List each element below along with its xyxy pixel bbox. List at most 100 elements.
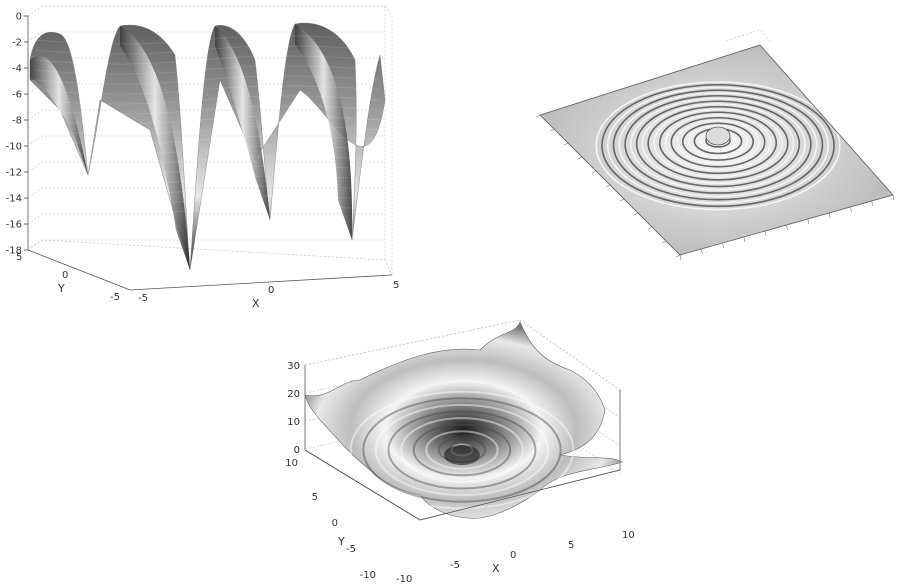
surface-ridge: [30, 55, 88, 175]
z-tick-label: -10: [6, 142, 22, 153]
tick-mark: [633, 212, 639, 216]
z-grid-line: [27, 31, 385, 43]
tick-mark: [591, 170, 597, 174]
tick-mark: [675, 254, 681, 258]
surface-plot-2: [520, 20, 904, 270]
x-tick-label: -5: [450, 560, 460, 571]
surface-mesh-line: [34, 125, 381, 135]
floor-back-edges: [27, 239, 393, 276]
ripple-ring: [618, 92, 818, 198]
tick-mark: [871, 200, 873, 207]
surface-mesh-line: [34, 75, 381, 85]
surface-ridge: [295, 24, 353, 240]
ripple-center: [705, 126, 731, 146]
mask: [520, 20, 760, 140]
ripple-ring: [687, 125, 749, 158]
mask: [760, 20, 904, 210]
tick-mark: [743, 236, 746, 243]
surface-mesh-line: [34, 145, 381, 155]
y-tick-label: 5: [16, 252, 22, 263]
y-tick-label: 5: [312, 492, 318, 503]
ripple-ring: [612, 89, 824, 201]
tick-mark: [786, 224, 788, 231]
y-tick-label: 10: [285, 458, 298, 469]
z-tick-label: -8: [12, 116, 22, 127]
surface-mesh-line: [34, 185, 381, 195]
tick-mark: [577, 156, 583, 160]
x-tick-label: 0: [510, 550, 516, 561]
y-axis-label: Y: [57, 282, 65, 295]
tick-mark: [828, 212, 831, 219]
right-wall-outline: [384, 5, 393, 275]
tick-mark: [549, 128, 555, 132]
x-tick-label: 10: [622, 530, 635, 541]
z-grid-line: [304, 319, 621, 391]
surface: [304, 321, 623, 519]
tick-mark: [764, 230, 767, 237]
surface-ring: [412, 423, 512, 477]
surface-mesh-line: [34, 135, 381, 145]
z-tick-label: -16: [6, 220, 22, 231]
surface-ring: [425, 430, 499, 470]
surface-mesh-line: [34, 165, 381, 175]
surface-bowl: [304, 321, 623, 519]
surface: [29, 22, 386, 271]
surface-mesh-line: [34, 45, 381, 55]
ripple-ring: [664, 114, 772, 171]
tick-mark: [807, 218, 810, 225]
surface-mesh-line: [34, 205, 381, 215]
ripple-ring: [595, 81, 841, 211]
surface-center-dip: [444, 445, 480, 465]
ripple-ring: [635, 100, 801, 188]
surface-body: [29, 22, 386, 271]
z-tick-label: 10: [287, 417, 300, 428]
z-tick-label: 0: [16, 12, 22, 23]
tick-mark: [679, 254, 682, 261]
surface-ring: [374, 403, 550, 497]
ripple-ring: [647, 105, 789, 181]
surface-ridge: [120, 26, 190, 270]
z-grid-line: [27, 109, 385, 121]
surface-ring: [387, 410, 537, 490]
tick-mark: [722, 242, 724, 249]
tick-mark: [535, 114, 541, 118]
surface-ridge: [215, 26, 270, 220]
floor-edges: [304, 449, 621, 521]
ripple-ring: [624, 94, 812, 194]
x-tick-label: 0: [268, 285, 274, 296]
z-tick-label: 0: [294, 445, 300, 456]
ripple-ring: [682, 122, 754, 161]
z-tick-label: -2: [12, 38, 22, 49]
y-tick-label: 0: [62, 270, 68, 281]
z-tick-label: -18: [6, 246, 22, 257]
tick-mark: [892, 194, 895, 201]
ripple-ring: [676, 119, 760, 165]
surface-mesh-line: [34, 155, 381, 165]
surface-mesh-line: [34, 65, 381, 75]
x-tick-label: -10: [396, 574, 412, 585]
surface-ring: [362, 397, 562, 503]
tick-mark: [647, 226, 653, 230]
surface-mesh-line: [34, 55, 381, 65]
ripple-ring: [601, 83, 835, 208]
ripple-ring: [653, 108, 783, 178]
y-tick-label: -5: [110, 292, 120, 303]
tick-mark: [661, 240, 667, 244]
y-tick-label: 0: [332, 518, 338, 529]
y-tick-label: -5: [346, 544, 356, 555]
floor-front-edges: [27, 249, 393, 291]
ripple-ring: [606, 86, 830, 204]
surface-mesh-line: [34, 35, 381, 45]
ripple-ring: [658, 111, 778, 175]
surface-mesh-line: [34, 195, 381, 205]
tick-mark: [701, 248, 703, 255]
z-tick-label: -4: [12, 64, 22, 75]
z-grid-line: [27, 239, 385, 251]
ripple-ring: [641, 103, 795, 185]
surface-mesh-line: [34, 115, 381, 125]
surface-mesh-line: [34, 105, 381, 115]
mask: [680, 195, 904, 270]
